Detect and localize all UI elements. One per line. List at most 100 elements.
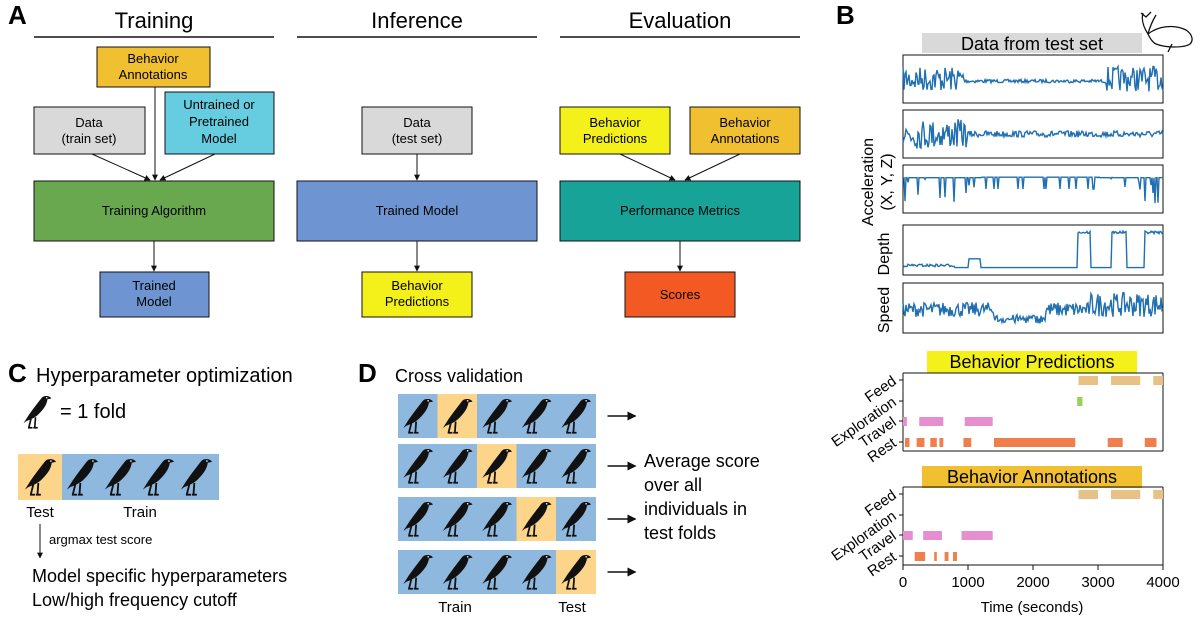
fold-legend-bird-icon bbox=[22, 395, 52, 429]
cv-result-line1: Average score bbox=[644, 451, 760, 471]
cv-result-line2: over all bbox=[644, 475, 702, 495]
accel-z-frame bbox=[902, 164, 1164, 214]
training-algorithm-label: Training Algorithm bbox=[102, 203, 206, 218]
panel-a-label: A bbox=[8, 0, 27, 30]
cv-result-line3: individuals in bbox=[644, 499, 747, 519]
ann-feed-bout-2 bbox=[1153, 490, 1163, 499]
ann-feed-bout-1 bbox=[1111, 490, 1141, 499]
argmax-label: argmax test score bbox=[49, 532, 152, 547]
annotations-title: Behavior Annotations bbox=[947, 467, 1117, 487]
speed-label: Speed bbox=[876, 287, 893, 333]
pred-travel-bout-0 bbox=[903, 417, 907, 426]
ann-rest-bout-3 bbox=[953, 552, 957, 561]
data-train-line1: Data bbox=[75, 115, 103, 130]
cv-train-label: Train bbox=[438, 599, 472, 616]
acceleration-label-line1: Acceleration bbox=[860, 138, 877, 226]
pred-feed-bout-0 bbox=[1078, 376, 1098, 385]
x-axis-label: Time (seconds) bbox=[981, 599, 1084, 616]
pred-travel-bout-2 bbox=[964, 417, 993, 426]
evaluation-heading: Evaluation bbox=[629, 8, 732, 33]
evaluation-column: Evaluation Behavior Predictions Behavior… bbox=[559, 8, 801, 318]
untrained-model-line3: Model bbox=[201, 131, 237, 146]
accel-y-trace bbox=[902, 119, 1164, 150]
annotations-title-bg bbox=[922, 466, 1142, 488]
scores-box bbox=[624, 271, 736, 318]
cv-fold-row-4 bbox=[398, 550, 637, 594]
data-test-line2: (test set) bbox=[392, 131, 443, 146]
trained-model-output-line2: Model bbox=[136, 294, 172, 309]
ann-feed-bout-0 bbox=[1078, 490, 1098, 499]
behavior-predictions-output-line2: Predictions bbox=[385, 294, 450, 309]
ann-rest-bout-1 bbox=[934, 552, 937, 561]
accel-z-trace bbox=[903, 176, 1163, 204]
depth-label: Depth bbox=[876, 233, 893, 276]
eval-predictions-box bbox=[559, 106, 671, 155]
cv-fold-row-1 bbox=[398, 394, 637, 438]
eval-predictions-line1: Behavior bbox=[589, 115, 641, 130]
ann-rest-bout-0 bbox=[914, 552, 926, 561]
hyperparam-fold-strip bbox=[18, 454, 219, 500]
trained-model-label: Trained Model bbox=[376, 203, 459, 218]
hp-train-label: Train bbox=[123, 504, 157, 521]
speed-trace bbox=[902, 290, 1164, 326]
untrained-model-line1: Untrained or bbox=[183, 97, 255, 112]
training-heading: Training bbox=[115, 8, 194, 33]
x-tick-label-3000: 3000 bbox=[1081, 574, 1114, 591]
pred-feed-bout-1 bbox=[1111, 376, 1141, 385]
pred-rest-bout-2 bbox=[930, 438, 937, 447]
hp-result-line2: Low/high frequency cutoff bbox=[32, 590, 238, 610]
eval-annotations-line2: Annotations bbox=[711, 131, 780, 146]
x-tick-label-1000: 1000 bbox=[951, 574, 984, 591]
behavior-predictions-output-line1: Behavior bbox=[391, 278, 443, 293]
fold-legend-text: = 1 fold bbox=[60, 401, 126, 423]
cross-validation-grid bbox=[398, 394, 637, 594]
panel-d-title: Cross validation bbox=[395, 366, 523, 386]
ann-rest-bout-2 bbox=[944, 552, 949, 561]
cv-fold-row-2 bbox=[398, 444, 637, 488]
behavior-predictions-output-box bbox=[361, 271, 473, 318]
hp-test-label: Test bbox=[26, 504, 54, 521]
pred-travel-bout-1 bbox=[919, 417, 944, 426]
inference-column: Inference Data (test set) Trained Model … bbox=[296, 8, 538, 318]
sensor-traces bbox=[902, 54, 1164, 334]
performance-metrics-label: Performance Metrics bbox=[620, 203, 740, 218]
eval-annotations-box bbox=[689, 106, 801, 155]
data-train-box bbox=[33, 106, 146, 155]
x-tick-label-4000: 4000 bbox=[1146, 574, 1179, 591]
training-algorithm-box bbox=[33, 180, 275, 242]
cv-test-label: Test bbox=[558, 599, 586, 616]
whale-icon bbox=[1140, 11, 1193, 53]
pred-rest-bout-5 bbox=[994, 438, 1076, 447]
trained-model-output-box bbox=[99, 271, 210, 318]
behavior-annotations-box bbox=[96, 46, 211, 88]
panel-b-label: B bbox=[836, 0, 855, 30]
untrained-model-box bbox=[164, 91, 275, 155]
ann-travel-bout-2 bbox=[961, 531, 993, 540]
panel-c-label: C bbox=[8, 358, 27, 388]
pred-rest-bout-1 bbox=[916, 438, 925, 447]
pred-rest-bout-3 bbox=[939, 438, 944, 447]
pred-rest-bout-6 bbox=[1107, 438, 1123, 447]
untrained-model-line2: Pretrained bbox=[189, 114, 249, 129]
data-test-box bbox=[361, 106, 473, 155]
trained-model-output-line1: Trained bbox=[132, 278, 176, 293]
data-test-line1: Data bbox=[403, 115, 431, 130]
predictions-title-bg bbox=[927, 351, 1137, 373]
acceleration-label-line2: (X, Y, Z) bbox=[879, 153, 896, 210]
eval-annotations-line1: Behavior bbox=[719, 115, 771, 130]
trained-model-box bbox=[296, 180, 538, 242]
x-tick-label-2000: 2000 bbox=[1016, 574, 1049, 591]
depth-trace bbox=[902, 229, 1164, 269]
pred-rest-bout-4 bbox=[963, 438, 972, 447]
panel-d-label: D bbox=[358, 358, 377, 388]
pred-rest-bout-7 bbox=[1144, 438, 1157, 447]
training-column: Training Behavior Annotations Data (trai… bbox=[33, 8, 275, 318]
data-banner bbox=[922, 33, 1142, 53]
pred-exploration-bout-0 bbox=[1077, 397, 1083, 406]
accel-x-trace bbox=[902, 64, 1164, 92]
x-tick-label-0: 0 bbox=[899, 574, 907, 591]
pred-rest-bout-0 bbox=[904, 438, 910, 447]
